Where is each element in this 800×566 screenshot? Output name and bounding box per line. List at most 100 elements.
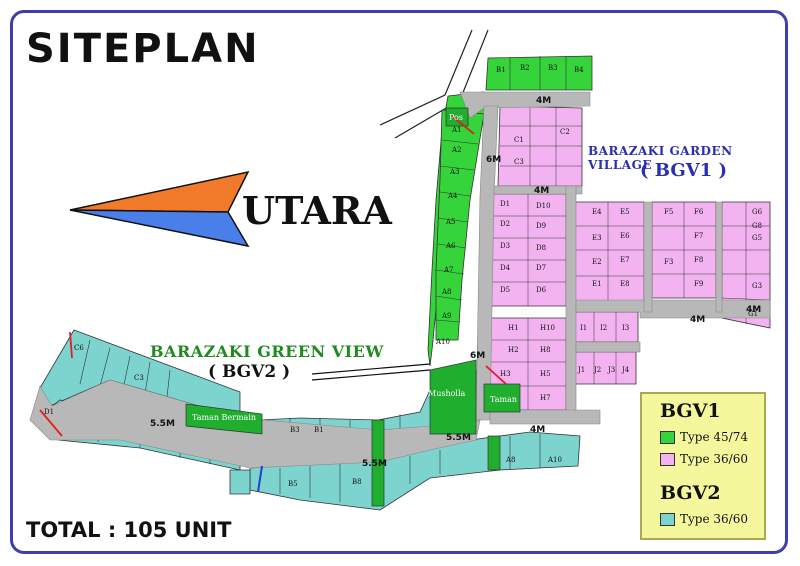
lot-f3: F3 (664, 258, 673, 266)
total-units: TOTAL : 105 UNIT (26, 518, 232, 542)
legend-group-bgv1: BGV1 (660, 400, 721, 422)
lot-f6: F6 (694, 208, 704, 216)
lot-a6: A6 (445, 242, 456, 250)
lot-j1: J1 (577, 366, 585, 374)
lot-i1: I1 (580, 324, 587, 332)
lot-d8: D8 (536, 244, 546, 252)
bgv1-pink-lot-lines (490, 106, 771, 410)
road-label-4m-right: 4M (746, 305, 761, 315)
road-label-55-right: 5.5M (446, 433, 471, 443)
lot-g8: G8 (752, 222, 762, 230)
lot-d10: D10 (536, 202, 551, 210)
page-frame (10, 10, 788, 554)
bgv2-name: BARAZAKI GREEN VIEW (150, 342, 384, 361)
lot-i2: I2 (600, 324, 607, 332)
lot-e7: E7 (620, 256, 630, 264)
pos-label: Pos (449, 113, 463, 122)
lot-bgv2-b1: B1 (314, 426, 324, 434)
callout-lines (311, 363, 431, 381)
lot-a7: A7 (443, 266, 454, 274)
lot-h2: H2 (508, 346, 519, 354)
lot-d1: D1 (500, 200, 510, 208)
green-strip-a (371, 419, 385, 507)
area-label-group: Pos Musholla Taman Taman Bermain (192, 113, 517, 422)
road-label-55-mid: 5.5M (362, 459, 387, 469)
lot-bgv2-c3: C3 (134, 374, 144, 382)
compass-label: UTARA (242, 188, 392, 233)
pos-area (445, 107, 469, 127)
lot-g3: G3 (752, 282, 762, 290)
road-label-group: 4M 6M 4M 4M 4M 6M 4M 5.5M 5.5M 5.5M (150, 96, 761, 469)
teal-swatch (660, 513, 675, 526)
lot-d9: D9 (536, 222, 546, 230)
lot-e8: E8 (620, 280, 630, 288)
lot-f9: F9 (694, 280, 703, 288)
blue-marker (257, 465, 263, 493)
taman-bermain-label: Taman Bermain (192, 413, 256, 422)
bgv1-code: ( BGV1 ) (640, 160, 727, 181)
lot-d6: D6 (536, 286, 547, 294)
lot-c2: C2 (560, 128, 570, 136)
musholla-area (429, 359, 477, 435)
green-strip-b (487, 435, 501, 471)
bgv1-green-lot-lines (435, 56, 567, 323)
musholla-label: Musholla (428, 389, 466, 398)
legend-item-label: Type 45/74 (680, 430, 748, 444)
legend-group-bgv2: BGV2 (660, 482, 721, 504)
taman-label: Taman (490, 395, 517, 404)
lot-h7: H7 (540, 394, 551, 402)
pink-swatch (660, 453, 675, 466)
lot-bgv2-b5: B5 (288, 480, 298, 488)
lot-b3: B3 (548, 64, 558, 72)
lot-h5: H5 (540, 370, 551, 378)
page-title: SITEPLAN (26, 26, 260, 72)
lot-e6: E6 (620, 232, 630, 240)
road-label-4m-bottom: 4M (530, 425, 545, 435)
road-label-4m-mid: 4M (534, 186, 549, 196)
lot-e2: E2 (592, 258, 602, 266)
lot-bgv2-a10: A10 (547, 456, 562, 464)
lot-bgv2-d1: D1 (44, 408, 54, 416)
lot-g1: G1 (748, 310, 758, 318)
lot-e3: E3 (592, 234, 602, 242)
lot-b4: B4 (574, 66, 584, 74)
lot-d4: D4 (500, 264, 511, 272)
legend-item-label: Type 36/60 (680, 452, 748, 466)
green-spaces (185, 107, 521, 507)
lot-h8: H8 (540, 346, 551, 354)
lot-g5: G5 (752, 234, 762, 242)
road-label-6m-lower: 6M (470, 351, 485, 361)
lot-a9: A9 (441, 312, 452, 320)
lot-d3: D3 (500, 242, 510, 250)
legend-item-type-45-74: Type 45/74 (660, 430, 748, 444)
lot-b2: B2 (520, 64, 530, 72)
bgv2-code: ( BGV2 ) (208, 362, 291, 382)
road-label-4m-top: 4M (536, 96, 551, 106)
lot-h10: H10 (540, 324, 555, 332)
north-arrow-icon (69, 170, 250, 248)
road-label-4m-center: 4M (690, 315, 705, 325)
lot-a2: A2 (451, 146, 462, 154)
lot-bgv2-b3: B3 (290, 426, 300, 434)
lot-c1: C1 (514, 136, 524, 144)
lot-a4: A4 (447, 192, 458, 200)
taman-area (483, 383, 521, 413)
taman-bermain-area (185, 403, 263, 435)
lot-a1: A1 (451, 126, 462, 134)
legend-item-type-36-60-bgv2: Type 36/60 (660, 512, 748, 526)
legend-item-label: Type 36/60 (680, 512, 748, 526)
lot-d7: D7 (536, 264, 546, 272)
block-label-group: B1 B2 B3 B4 A1 A2 A3 A4 A5 A6 A7 A8 A9 A… (44, 64, 763, 488)
lot-d5: D5 (500, 286, 510, 294)
lot-a8: A8 (441, 288, 452, 296)
lot-a10: A10 (435, 338, 450, 346)
lot-bgv2-a8: A8 (505, 456, 516, 464)
lot-d2: D2 (500, 220, 510, 228)
lot-j4: J4 (621, 366, 630, 374)
lot-i3: I3 (622, 324, 629, 332)
lot-bgv2-b8: B8 (352, 478, 362, 486)
lot-c3: C3 (514, 158, 524, 166)
lot-h1: H1 (508, 324, 519, 332)
legend: BGV1 Type 45/74 Type 36/60 BGV2 Type 36/… (640, 392, 766, 540)
